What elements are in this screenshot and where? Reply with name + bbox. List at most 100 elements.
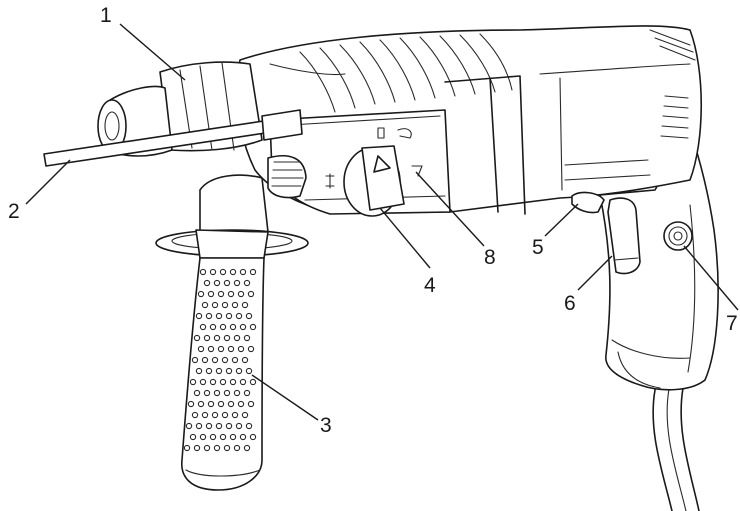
trigger-switch — [607, 197, 641, 275]
leader-2 — [25, 159, 71, 205]
grip-dot — [241, 411, 249, 419]
leader-7 — [683, 245, 739, 311]
leader-1 — [119, 23, 186, 81]
grip-dot — [215, 422, 223, 430]
grip-dot — [225, 367, 233, 375]
grip-dot — [239, 433, 247, 441]
grip-dot — [243, 389, 251, 397]
grip-dot — [211, 301, 219, 309]
grip-dot — [233, 389, 241, 397]
grip-dot — [205, 422, 213, 430]
grip-dot — [229, 268, 237, 276]
grip-dot — [207, 290, 215, 298]
grip-dot — [249, 433, 257, 441]
grip-dot — [219, 433, 227, 441]
grip-dot — [227, 400, 235, 408]
leader-8 — [415, 171, 485, 247]
grip-dot — [201, 411, 209, 419]
grip-dot — [231, 301, 239, 309]
grip-dot — [215, 312, 223, 320]
grip-dot — [215, 367, 223, 375]
grip-dot — [229, 433, 237, 441]
grip-dot — [233, 444, 241, 452]
grip-dot — [211, 411, 219, 419]
grip-dot — [213, 389, 221, 397]
grip-dot — [241, 356, 249, 364]
grip-dot — [203, 334, 211, 342]
grip-dot — [239, 268, 247, 276]
grip-dot — [197, 345, 205, 353]
grip-dot — [193, 334, 201, 342]
grip-dot — [239, 378, 247, 386]
grip-dot — [199, 378, 207, 386]
grip-dot — [203, 444, 211, 452]
grip-dot — [187, 400, 195, 408]
grip-dot — [221, 411, 229, 419]
grip-dot — [189, 433, 197, 441]
lock-button — [571, 191, 605, 214]
grip-dot — [197, 290, 205, 298]
grip-dot — [195, 422, 203, 430]
grip-dot — [233, 334, 241, 342]
grip-dot — [205, 312, 213, 320]
grip-dot — [195, 312, 203, 320]
grip-dot — [245, 367, 253, 375]
auxiliary-handle-collar — [155, 154, 309, 259]
grip-dot — [199, 433, 207, 441]
power-cord — [652, 387, 700, 511]
grip-dot — [239, 323, 247, 331]
grip-dot — [227, 345, 235, 353]
grip-dot — [229, 378, 237, 386]
grip-dot — [219, 323, 227, 331]
grip-dot — [183, 444, 191, 452]
leader-6 — [577, 255, 613, 291]
rear-handle — [599, 129, 719, 391]
grip-dot — [213, 334, 221, 342]
grip-dot — [193, 389, 201, 397]
grip-dot — [201, 356, 209, 364]
grip-dot — [207, 400, 215, 408]
grip-dot — [199, 323, 207, 331]
grip-dot — [247, 345, 255, 353]
mode-selector-switch — [325, 127, 423, 217]
callout-2: 2 — [8, 200, 20, 223]
grip-dot — [197, 400, 205, 408]
grip-dot — [203, 279, 211, 287]
grip-dot — [213, 279, 221, 287]
callout-3: 3 — [320, 414, 332, 437]
callout-1: 1 — [100, 4, 112, 27]
grip-dot — [243, 334, 251, 342]
callout-4: 4 — [424, 274, 436, 297]
grip-dot — [241, 301, 249, 309]
callout-numbers: 1 2 3 4 5 6 7 8 — [8, 4, 738, 437]
grip-dot — [203, 389, 211, 397]
grip-dot — [225, 312, 233, 320]
grip-dot — [221, 356, 229, 364]
grip-dot — [209, 323, 217, 331]
grip-dot — [195, 367, 203, 375]
grip-dot — [191, 411, 199, 419]
grip-dot — [205, 367, 213, 375]
leader-3 — [251, 374, 319, 421]
grip-dot — [237, 400, 245, 408]
grip-dot — [209, 433, 217, 441]
grip-dot — [217, 400, 225, 408]
grip-dot — [243, 279, 251, 287]
grip-dot — [227, 290, 235, 298]
grip-texture — [183, 268, 257, 452]
grip-dot — [189, 378, 197, 386]
grip-dot — [231, 356, 239, 364]
depth-stop-rod — [43, 109, 303, 167]
grip-dot — [225, 422, 233, 430]
grip-dot — [249, 268, 257, 276]
grip-dot — [235, 312, 243, 320]
grip-dot — [207, 345, 215, 353]
grip-dot — [235, 367, 243, 375]
grip-dot — [235, 422, 243, 430]
grip-dot — [213, 444, 221, 452]
grip-dot — [201, 301, 209, 309]
grip-dot — [243, 444, 251, 452]
grip-dot — [219, 268, 227, 276]
grip-dot — [245, 312, 253, 320]
